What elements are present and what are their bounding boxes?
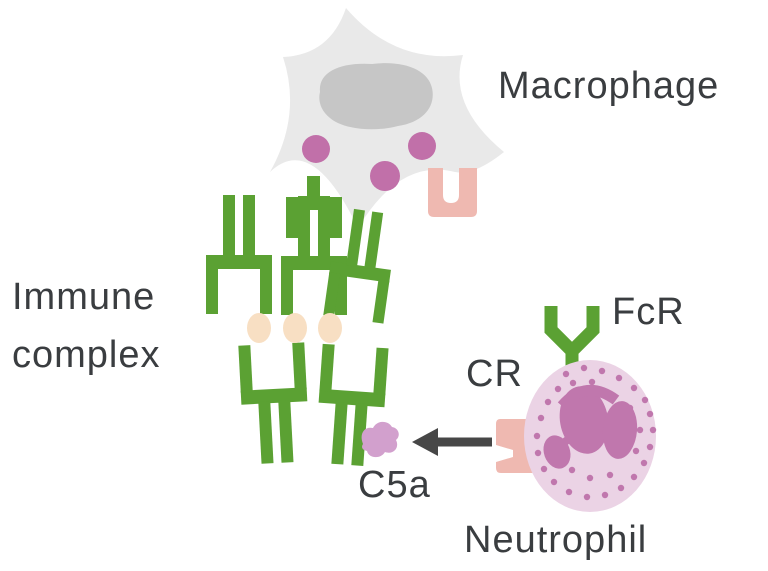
vesicle-icon — [408, 132, 436, 160]
fcr-label: FcR — [612, 291, 685, 333]
neutrophil-granules — [533, 364, 657, 501]
antibody-icon — [206, 195, 272, 314]
vesicle-icon — [302, 135, 330, 163]
arrow-icon — [412, 428, 492, 456]
antigen-icon — [247, 313, 271, 343]
antigens — [247, 313, 342, 343]
neutrophil-cell — [496, 306, 657, 512]
neutrophil-label: Neutrophil — [464, 519, 648, 561]
complement-receptor-icon — [428, 168, 477, 217]
antigen-icon — [283, 313, 307, 343]
antigen-icon — [318, 313, 342, 343]
antibody-icon — [238, 342, 311, 465]
immune-complex-label: Immune complex — [12, 276, 161, 376]
c5a-blob — [361, 421, 399, 458]
neutrophil-nucleus — [543, 384, 638, 469]
macrophage-nucleus — [319, 63, 433, 130]
cr-label: CR — [466, 353, 523, 395]
vesicle-icon — [370, 161, 400, 191]
c5a-label: C5a — [358, 464, 431, 506]
immune-complex — [206, 195, 399, 468]
macrophage-label: Macrophage — [498, 65, 720, 107]
